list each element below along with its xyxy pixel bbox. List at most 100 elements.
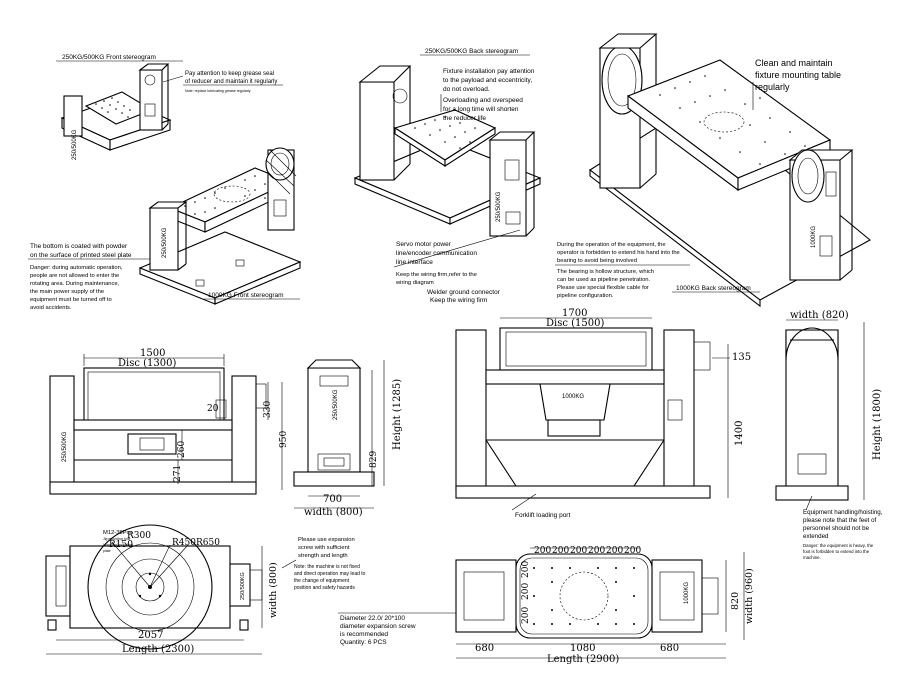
note-bearing-2: can be used as pipeline penetration. — [557, 277, 651, 283]
note-overload-3: the reducer life — [443, 115, 486, 122]
label-250-side: 250/500KG — [72, 129, 78, 160]
note-danger2-1: Danger: the equipment is heavy, the — [803, 543, 874, 548]
note-notfixed-2: and direct operation may lead to — [294, 571, 366, 577]
note-servo-1: Servo motor power — [396, 241, 452, 248]
note-diameter-4: Quantity: 6 PCS — [340, 639, 387, 646]
stereogram-250-back: 250/500KG — [353, 65, 542, 237]
dim-r450: R450 — [172, 538, 196, 548]
dim-width-820: width (820) — [790, 310, 849, 321]
note-clean-1: Clean and maintain — [755, 58, 833, 68]
note-m12-sub-3: plate — [103, 549, 111, 553]
note-grease-2: of reducer and maintain it regularly — [185, 79, 277, 85]
note-operation-1: During the operation of the equipment, t… — [557, 242, 666, 248]
dim-950: 950 — [279, 431, 289, 448]
note-handling-3: personnel should not be — [803, 525, 870, 532]
note-notfixed-3: the change of equipment — [294, 578, 350, 584]
dim-1080: 1080 — [570, 643, 595, 654]
note-fixture-1: Fixture installation pay attention — [443, 68, 535, 75]
dim-height-1800: Height (1800) — [872, 389, 883, 460]
note-notfixed-1: Note: the machine is not fixed — [294, 564, 360, 570]
dim-200-5: 200 — [606, 546, 623, 556]
plan-view-250: 250/500KG M12-38Pcs Jig mounting hole Un… — [45, 524, 279, 655]
dim-r300: R300 — [127, 531, 151, 541]
note-expansion-3: strength and length — [298, 553, 348, 559]
dim-271: 271 — [173, 465, 183, 482]
note-danger1-1: Danger: during automatic operation, — [30, 265, 123, 271]
title-1000-front: 1000KG Front stereogram — [208, 292, 284, 299]
note-danger2-3: machine. — [803, 555, 821, 560]
note-bearing-4: pipeline configuration. — [557, 293, 614, 299]
note-danger1-3: rotating area. During maintenance, — [30, 281, 120, 287]
label-1000-elev: 1000KG — [562, 394, 584, 400]
note-overload-2: for a long time will shorten — [443, 106, 519, 113]
note-servo-3: line interface — [396, 259, 433, 266]
note-grease-1: Pay attention to keep grease seal — [185, 71, 274, 77]
note-handling-4: extended — [803, 533, 829, 540]
dim-width-800: width (800) — [304, 507, 363, 518]
dim-1500: 1500 — [140, 348, 165, 359]
dim-680-2: 680 — [660, 643, 679, 654]
label-250-side-elev: 250/500KG — [333, 389, 339, 420]
note-handling-2: please note that the feet of — [803, 517, 877, 524]
note-clean-3: regularly — [755, 82, 790, 92]
note-danger2-2: foot is forbidden to extend into the — [803, 549, 870, 554]
note-clean-2: fixture mounting table — [755, 70, 841, 80]
note-danger1-5: equipment must be turned off to — [30, 297, 112, 303]
label-1000-back-side: 1000KG — [811, 226, 817, 248]
title-250-back: 250KG/500KG Back stereogram — [425, 48, 518, 55]
dim-820: 820 — [730, 592, 741, 610]
dim-r150: R150 — [109, 540, 133, 550]
front-elevation-1000: 1000KG 1700 Disc (1500) 135 1400 — [455, 308, 751, 511]
dim-200-1: 200 — [534, 546, 551, 556]
note-operation-3: bearing to avoid being involved — [557, 258, 637, 264]
dim-1400: 1400 — [734, 421, 745, 446]
dim-width-960: width (960) — [744, 568, 755, 624]
dim-700: 700 — [323, 494, 342, 505]
plan-view-1000: 1000KG 200 200 200 200 200 200 200 200 2… — [455, 546, 755, 665]
note-powder-2: on the surface of printed steel plate — [30, 252, 132, 259]
label-1000-plan: 1000KG — [684, 582, 690, 604]
dim-width-800b: width (800) — [268, 562, 279, 618]
dim-200-v2: 200 — [521, 583, 531, 600]
note-expansion-1: Please use expansion — [298, 537, 355, 543]
dim-height-1285: Height (1285) — [392, 379, 403, 450]
dim-200-6: 200 — [624, 546, 641, 556]
dim-330: 330 — [263, 401, 273, 418]
side-elevation-250: 250/500KG Height (1285) 829 700 width (8… — [293, 359, 403, 518]
dim-135: 135 — [732, 352, 751, 363]
note-notfixed-4: position and safety hazards — [294, 585, 355, 591]
note-grease-small: Note: replace lubricating grease regular… — [185, 89, 251, 93]
note-welder-1: Welder ground connector — [427, 289, 501, 296]
note-wiring-1: Keep the wiring firm,refer to the — [396, 272, 477, 278]
note-expansion-2: screw with sufficient — [298, 545, 350, 551]
note-forklift: Forklift loading port — [515, 512, 570, 519]
dim-200-v3: 200 — [521, 561, 531, 578]
note-wiring-2: wiring diagram — [395, 280, 434, 286]
note-servo-2: line/encoder communication — [396, 250, 477, 257]
dim-length-2900: Length (2900) — [547, 654, 619, 665]
title-250-front: 250KG/500KG Front stereogram — [62, 54, 156, 61]
note-danger1-6: avoid accidents. — [30, 305, 72, 311]
dim-260: 260 — [177, 441, 187, 458]
note-m12-sub-1: Jig mounting hole — [103, 537, 130, 541]
dim-2057: 2057 — [138, 630, 163, 641]
label-250-back-side: 250/500KG — [496, 191, 502, 222]
dim-1700: 1700 — [562, 308, 587, 319]
note-danger1-4: the main power supply of the — [30, 289, 104, 295]
dim-20: 20 — [207, 404, 219, 414]
note-diameter-2: diameter expansion screw — [340, 623, 416, 630]
note-m12-sub-2: Universal mounting — [103, 543, 133, 547]
note-bearing-3: Please use special flexible cable for — [557, 285, 649, 291]
note-diameter-1: Diameter 22.0/ 20*100 — [340, 615, 405, 622]
stereogram-1000-front: 250/500KG — [138, 147, 302, 305]
note-handling-1: Equipment handling/hoisting, — [803, 509, 883, 516]
note-welder-2: Keep the wiring firm — [430, 297, 487, 304]
dim-200-2: 200 — [552, 546, 569, 556]
note-fixture-2: to the payload and eccentricity, — [443, 77, 532, 84]
dim-200-3: 200 — [570, 546, 587, 556]
note-powder-1: The bottom is coated with powder — [30, 243, 128, 250]
note-operation-2: operator is forbidden to extend his hand… — [557, 250, 680, 256]
side-elevation-1000: width (820) Height (1800) — [775, 310, 883, 511]
dim-680-1: 680 — [475, 643, 494, 654]
